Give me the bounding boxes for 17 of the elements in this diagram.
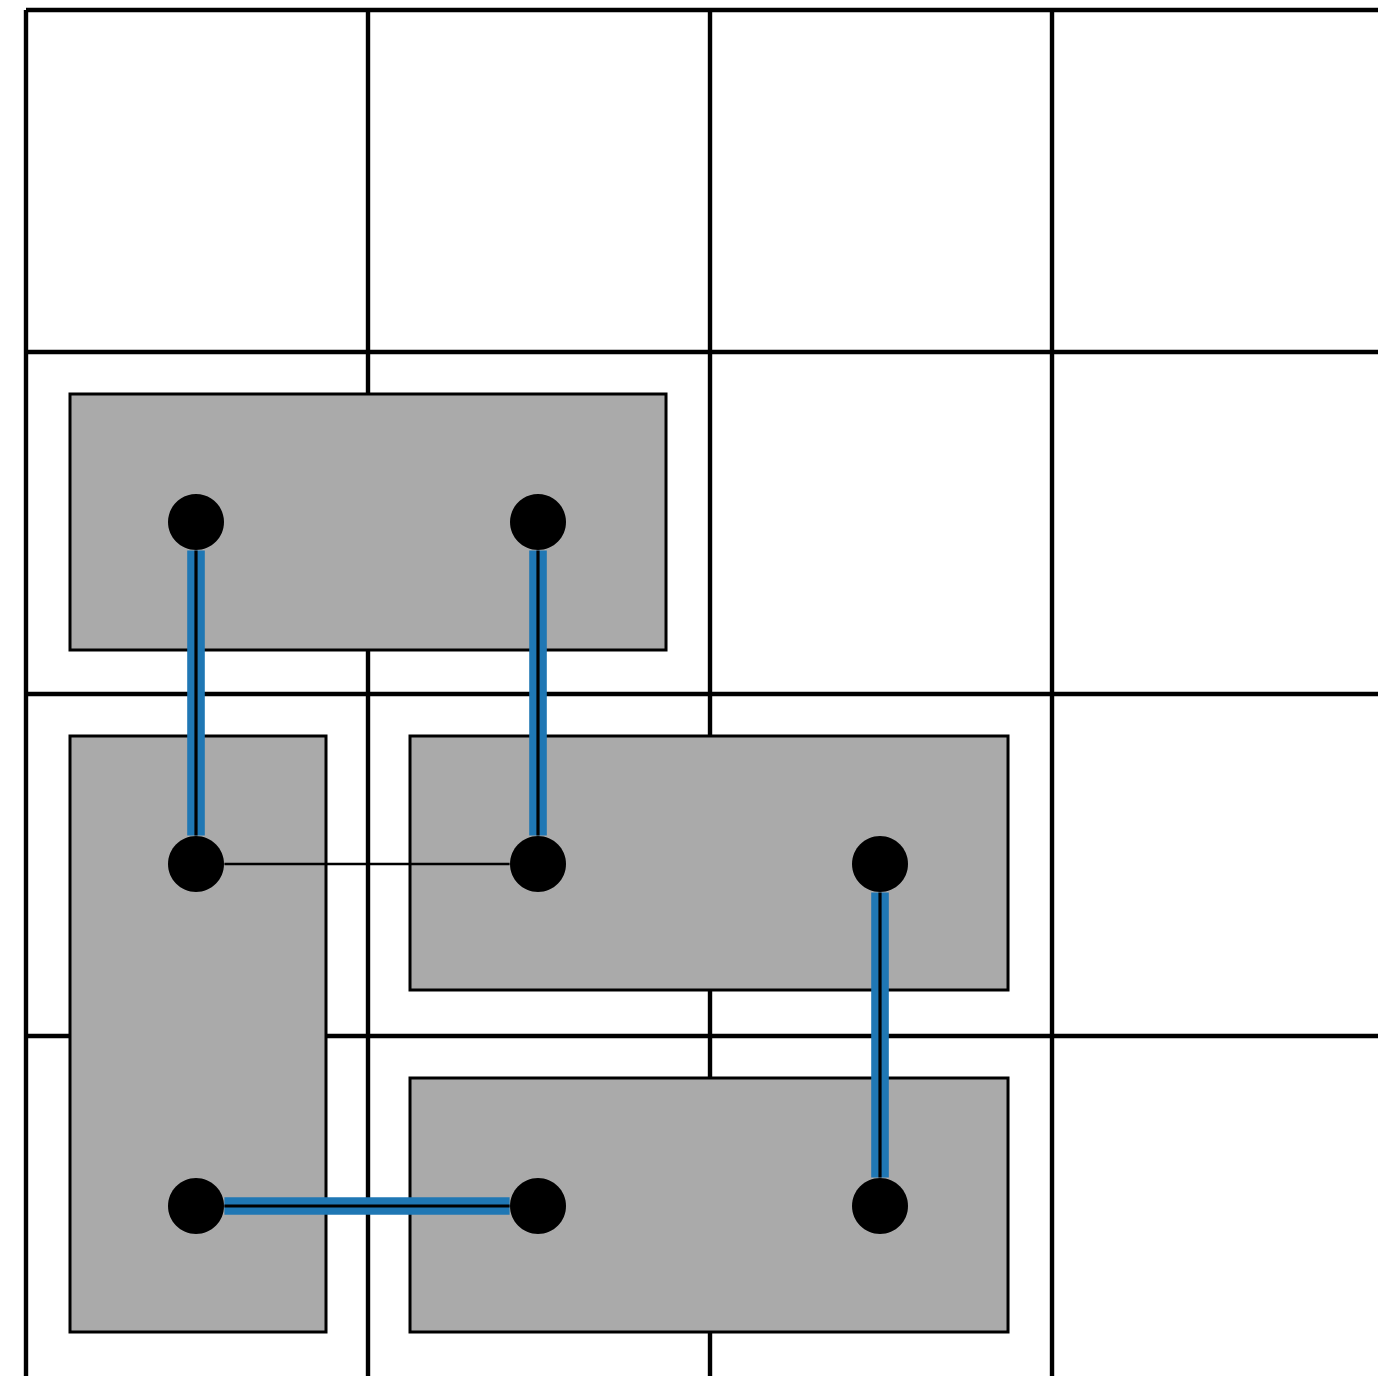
dot (852, 1178, 908, 1234)
shaded-rectangle (68, 392, 668, 652)
connector (224, 862, 510, 866)
shaded-rectangle (408, 1076, 1010, 1334)
dot (510, 494, 566, 550)
dot (510, 836, 566, 892)
shaded-rectangle (68, 734, 328, 1334)
dot (852, 836, 908, 892)
connector (224, 1197, 510, 1215)
shaded-rectangle (408, 734, 1010, 992)
dot (510, 1178, 566, 1234)
connector (529, 550, 547, 836)
dot (168, 1178, 224, 1234)
connector (871, 892, 889, 1178)
connector (187, 550, 205, 836)
dot (168, 836, 224, 892)
dot (168, 494, 224, 550)
